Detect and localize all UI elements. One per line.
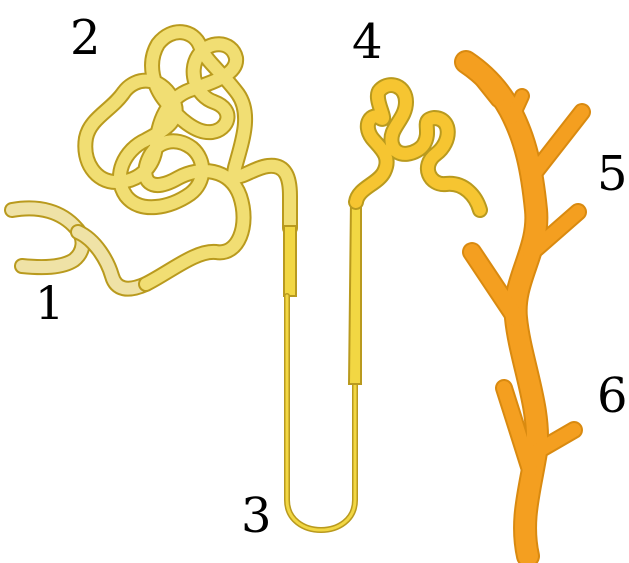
distal-convoluted-tubule	[356, 85, 480, 210]
label-4: 4	[352, 18, 383, 66]
label-6: 6	[597, 372, 628, 420]
loop-of-henle	[287, 296, 355, 530]
bowman-capsule	[12, 208, 146, 288]
proximal-convoluted-tubule	[85, 32, 290, 284]
label-3: 3	[241, 492, 272, 540]
thick-descending-limb	[284, 226, 296, 296]
label-5: 5	[597, 150, 628, 198]
label-1: 1	[35, 280, 64, 326]
thick-ascending-limb	[349, 200, 361, 384]
collecting-duct	[466, 62, 582, 556]
label-2: 2	[70, 14, 101, 62]
